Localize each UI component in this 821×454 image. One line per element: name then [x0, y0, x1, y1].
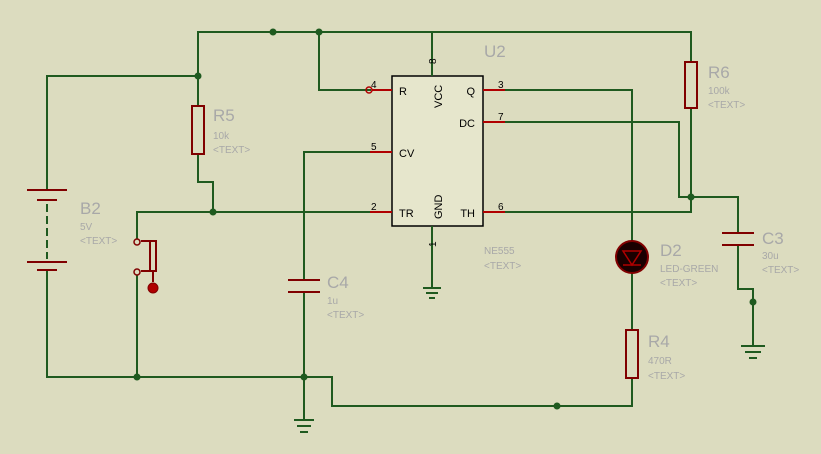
pin-number-7: 7	[498, 112, 504, 123]
pin-number-5: 5	[371, 142, 377, 153]
pin-number-4: 4	[371, 80, 377, 91]
push-button-switch[interactable]	[133, 238, 159, 294]
wire-battery-negative	[46, 269, 305, 378]
c3-text: <TEXT>	[762, 265, 799, 276]
wire-q-output	[495, 89, 633, 241]
wire-cv	[303, 151, 371, 281]
wire-reset	[318, 31, 371, 91]
u2-value: NE555	[484, 246, 515, 257]
resistor-body	[625, 329, 639, 379]
junction-dot	[749, 298, 757, 306]
d2-text: <TEXT>	[660, 278, 697, 289]
c4-text: <TEXT>	[327, 310, 364, 321]
resistor-body	[684, 61, 698, 109]
ground-symbol-left	[294, 419, 314, 433]
ic-body	[391, 75, 484, 227]
pin-label-dc: DC	[459, 118, 475, 130]
switch-contact	[133, 268, 141, 276]
r5-reference: R5	[213, 106, 235, 125]
led-body	[615, 240, 649, 274]
b2-reference: B2	[80, 199, 101, 218]
b2-text: <TEXT>	[80, 236, 117, 247]
junction-dot	[315, 28, 323, 36]
wire-battery-positive	[46, 75, 199, 191]
ic-ne555[interactable]: R CV TR Q DC TH VCC GND 4 5 2 3 7 6 8 1 …	[362, 42, 521, 272]
switch-contact	[133, 238, 141, 246]
resistor-r4[interactable]: R4 470R <TEXT>	[625, 329, 685, 382]
r6-value: 100k	[708, 86, 731, 97]
resistor-r5[interactable]: R5 10k <TEXT>	[191, 105, 250, 156]
wire-ground-bus	[303, 376, 633, 407]
r4-reference: R4	[648, 332, 670, 351]
junction-dot	[209, 208, 217, 216]
ground-symbol-right	[741, 345, 765, 359]
junctions	[133, 28, 757, 410]
junction-dot	[269, 28, 277, 36]
pin-label-cv: CV	[399, 148, 415, 160]
battery-b2[interactable]: B2 5V <TEXT>	[27, 189, 117, 271]
junction-dot	[300, 373, 308, 381]
pin-label-r: R	[399, 86, 407, 98]
pin-number-1: 1	[428, 241, 439, 247]
pin-number-2: 2	[371, 202, 377, 213]
c4-value: 1u	[327, 296, 338, 307]
junction-dot	[194, 72, 202, 80]
resistor-body	[191, 105, 205, 155]
switch-button-icon[interactable]	[147, 282, 159, 294]
d2-reference: D2	[660, 241, 682, 260]
c4-reference: C4	[327, 273, 349, 292]
wire-discharge	[495, 121, 739, 233]
pin-label-q: Q	[466, 86, 475, 98]
pin-label-tr: TR	[399, 208, 414, 220]
r5-value: 10k	[213, 131, 230, 142]
r6-reference: R6	[708, 63, 730, 82]
r6-text: <TEXT>	[708, 100, 745, 111]
pin-number-8: 8	[428, 58, 439, 64]
u2-reference: U2	[484, 42, 506, 61]
pin-label-gnd: GND	[433, 195, 445, 220]
b2-value: 5V	[80, 222, 93, 233]
r4-value: 470R	[648, 356, 672, 367]
led-d2[interactable]: D2 LED-GREEN <TEXT>	[615, 240, 718, 289]
pin-number-3: 3	[498, 80, 504, 91]
led-diode-arrow-icon	[621, 250, 643, 267]
u2-text: <TEXT>	[484, 261, 521, 272]
pin-number-6: 6	[498, 202, 504, 213]
junction-dot	[687, 193, 695, 201]
junction-dot	[553, 402, 561, 410]
r5-text: <TEXT>	[213, 145, 250, 156]
c3-reference: C3	[762, 229, 784, 248]
pin-label-th: TH	[460, 208, 475, 220]
c3-value: 30u	[762, 251, 779, 262]
r4-text: <TEXT>	[648, 371, 685, 382]
wire-top-rail	[197, 31, 692, 77]
wire-r5-trigger	[197, 153, 214, 213]
capacitor-c3[interactable]: C3 30u <TEXT>	[722, 229, 799, 276]
resistor-r6[interactable]: R6 100k <TEXT>	[684, 61, 745, 111]
capacitor-c4[interactable]: C4 1u <TEXT>	[288, 273, 364, 321]
switch-plunger	[149, 240, 157, 272]
wire-c3-ground	[737, 245, 754, 346]
wires	[46, 31, 754, 421]
pin-label-vcc: VCC	[433, 85, 445, 108]
ground-symbol-ic	[423, 287, 441, 299]
d2-value: LED-GREEN	[660, 264, 718, 275]
junction-dot	[133, 373, 141, 381]
